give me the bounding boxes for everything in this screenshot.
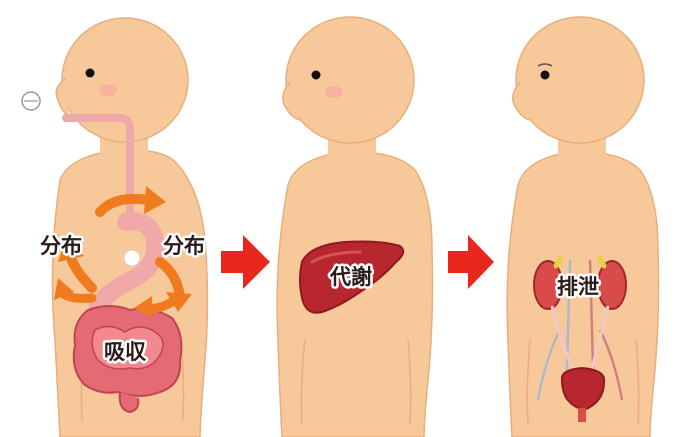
figure-excretion: 排泄	[507, 17, 658, 437]
step-arrow-icon	[221, 235, 270, 289]
figure-2-cheek	[325, 86, 343, 98]
label-absorption: 吸収	[104, 340, 147, 364]
pill-icon	[22, 92, 40, 110]
urethra	[578, 408, 586, 422]
label-distribution-left: 分布	[40, 234, 82, 258]
label-metabolism: 代謝	[329, 265, 372, 289]
figure-3-head	[516, 17, 644, 143]
figure-metabolism: 代謝	[277, 17, 432, 437]
label-distribution-right: 分布	[163, 234, 205, 258]
figure-1-cheek	[99, 84, 117, 96]
figure-absorption: 分布 分布 吸収	[22, 18, 208, 437]
stomach-pill	[124, 250, 140, 266]
label-excretion: 排泄	[557, 275, 599, 299]
figure-2-head	[286, 17, 414, 143]
figure-2-eye	[312, 71, 321, 80]
figure-1-eye	[86, 69, 95, 78]
figure-3-eye	[541, 71, 550, 80]
step-arrow-icon	[448, 235, 494, 289]
